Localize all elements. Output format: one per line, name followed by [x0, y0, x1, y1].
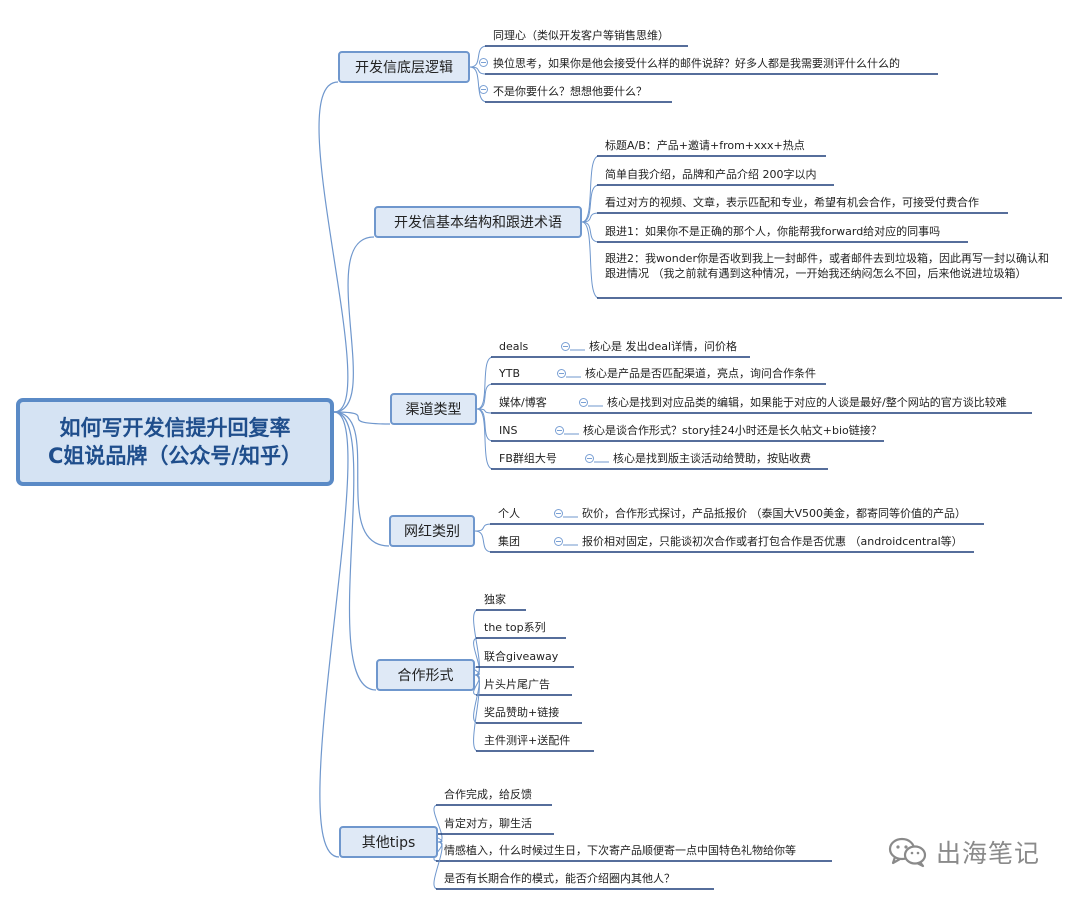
branch-label: 其他tips	[361, 835, 416, 851]
collapse-icon[interactable]	[479, 85, 488, 94]
branch-label: 合作形式	[397, 668, 454, 684]
leaf-text[interactable]: 独家	[484, 593, 506, 606]
leaf-label[interactable]: YTB	[499, 367, 520, 380]
leaf-text[interactable]: 换位思考，如果你是他会接受什么样的邮件说辞？好多人都是我需要测评什么什么的	[493, 57, 900, 70]
collapse-icon[interactable]	[479, 58, 488, 67]
leaf-detail[interactable]: 核心是找到版主谈活动给赞助，按贴收费	[613, 452, 811, 465]
leaf-text[interactable]: 跟进1：如果你不是正确的那个人，你能帮我forward给对应的同事吗	[605, 225, 941, 238]
leaf-label[interactable]: 媒体/博客	[499, 396, 547, 409]
root-topic[interactable]: 如何写开发信提升回复率 C姐说品牌（公众号/知乎）	[16, 398, 334, 486]
leaf-text[interactable]: 奖品赞助+链接	[484, 706, 560, 719]
watermark: 出海笔记	[888, 834, 1040, 870]
root-title: 如何写开发信提升回复率	[59, 416, 291, 440]
leaf-label[interactable]: FB群组大号	[499, 452, 557, 465]
leaf-detail[interactable]: 核心是谈合作形式？story挂24小时还是长久帖文+bio链接？	[583, 424, 882, 437]
leaf-text[interactable]: 简单自我介绍，品牌和产品介绍 200字以内	[605, 168, 817, 181]
collapse-icon[interactable]	[579, 398, 588, 407]
leaf-text[interactable]: 情感植入，什么时候过生日，下次寄产品顺便寄一点中国特色礼物给你等	[444, 844, 796, 857]
branch-2[interactable]: 开发信基本结构和跟进术语	[374, 206, 582, 238]
collapse-icon[interactable]	[585, 454, 594, 463]
leaf-detail[interactable]: 核心是 发出deal详情，问价格	[589, 340, 738, 353]
branch-1[interactable]: 开发信底层逻辑	[338, 51, 470, 83]
watermark-text: 出海笔记	[936, 839, 1041, 868]
leaf-label[interactable]: 集团	[498, 535, 520, 548]
collapse-icon[interactable]	[554, 509, 563, 518]
leaf-text[interactable]: 看过对方的视频、文章，表示匹配和专业，希望有机会合作，可接受付费合作	[605, 196, 979, 209]
collapse-icon[interactable]	[555, 426, 564, 435]
branch-6[interactable]: 其他tips	[339, 826, 438, 858]
leaf-text[interactable]: 主件测评+送配件	[484, 734, 571, 747]
leaf-text[interactable]: 是否有长期合作的模式，能否介绍圈内其他人？	[444, 872, 675, 885]
leaf-text[interactable]: 标题A/B：产品+邀请+from+xxx+热点	[605, 139, 805, 152]
branch-label: 开发信底层逻辑	[355, 60, 453, 76]
leaf-text[interactable]: 联合giveaway	[484, 650, 559, 663]
wechat-icon	[888, 837, 927, 868]
leaf-detail[interactable]: 砍价，合作形式探讨，产品抵报价 （泰国大V500美金，都寄同等价值的产品）	[582, 507, 967, 520]
collapse-icon[interactable]	[554, 537, 563, 546]
leaf-text[interactable]: 不是你要什么？想想他要什么？	[493, 85, 647, 98]
leaf-text[interactable]: 片头片尾广告	[484, 678, 550, 691]
collapse-icon[interactable]	[557, 369, 566, 378]
leaf-detail[interactable]: 报价相对固定，只能谈初次合作或者打包合作是否优惠 （androidcentral…	[582, 535, 963, 548]
leaf-label[interactable]: deals	[499, 340, 529, 353]
leaf-detail[interactable]: 核心是找到对应品类的编辑，如果能于对应的人谈是最好/整个网站的官方谈比较难	[607, 396, 1007, 409]
branch-4[interactable]: 网红类别	[389, 515, 475, 547]
branch-label: 开发信基本结构和跟进术语	[394, 215, 562, 231]
root-subtitle: C姐说品牌（公众号/知乎）	[47, 444, 303, 468]
leaf-text[interactable]: 合作完成，给反馈	[444, 788, 532, 801]
leaf-detail[interactable]: 核心是产品是否匹配渠道，亮点，询问合作条件	[585, 367, 816, 380]
leaf-label[interactable]: INS	[499, 424, 518, 437]
branch-label: 渠道类型	[405, 402, 462, 418]
branch-3[interactable]: 渠道类型	[390, 393, 477, 425]
branch-5[interactable]: 合作形式	[376, 659, 475, 691]
leaf-text[interactable]: 肯定对方，聊生活	[444, 817, 532, 830]
leaf-text[interactable]: the top系列	[484, 621, 546, 634]
collapse-icon[interactable]	[561, 342, 570, 351]
leaf-label[interactable]: 个人	[498, 507, 520, 520]
leaf-text[interactable]: 跟进2：我wonder你是否收到我上一封邮件，或者邮件去到垃圾箱，因此再写一封以…	[605, 252, 1049, 280]
leaf-text[interactable]: 同理心（类似开发客户等销售思维）	[493, 29, 669, 42]
branch-label: 网红类别	[404, 524, 460, 540]
